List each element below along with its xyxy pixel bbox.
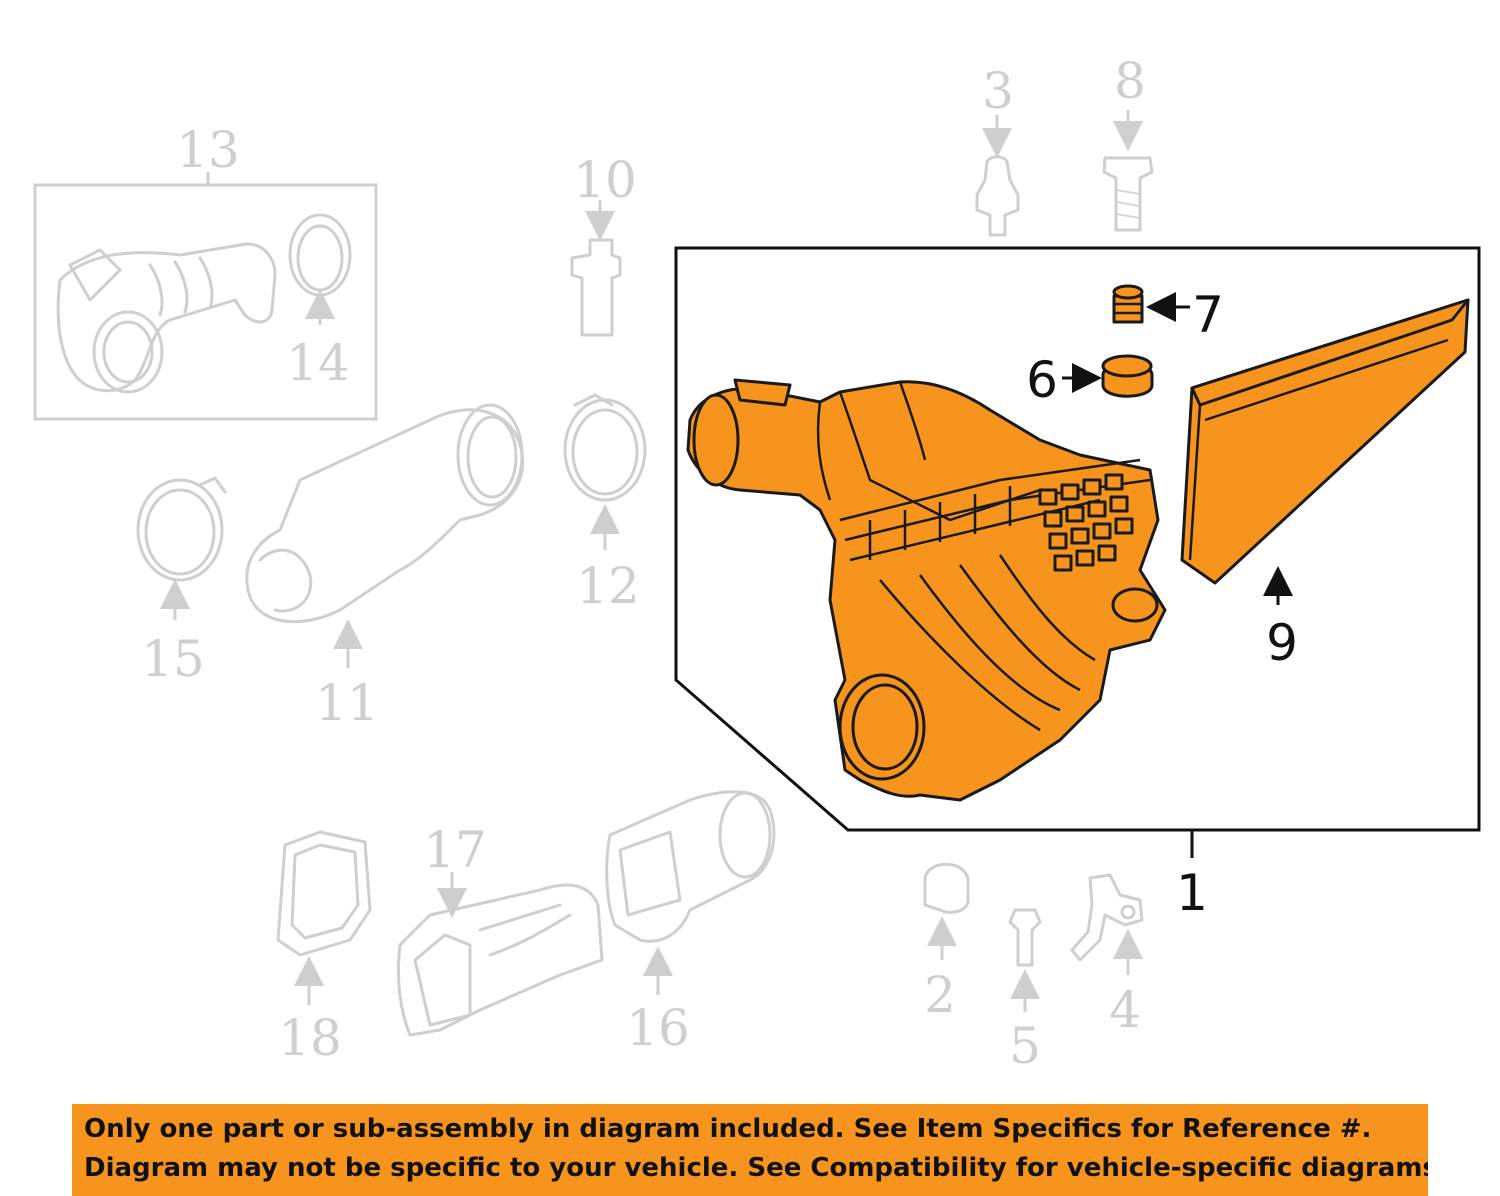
part-6-grommet: [1062, 354, 1154, 398]
part-18-seal: [276, 830, 372, 1005]
callout-12: 12: [576, 557, 640, 615]
part-17-air-duct: [397, 872, 604, 1037]
part-9-air-filter: [1180, 298, 1470, 605]
disclaimer-banner: Only one part or sub-assembly in diagram…: [72, 1104, 1428, 1196]
callout-3: 3: [982, 62, 1014, 120]
callout-14: 14: [286, 334, 350, 392]
part-11-intake-tube: [245, 403, 525, 668]
part-13-intake-hose-assembly: [33, 172, 378, 421]
part-2-clip: [923, 862, 970, 960]
disclaimer-line-2: Diagram may not be specific to your vehi…: [84, 1153, 1428, 1183]
callout-17: 17: [423, 821, 487, 879]
callout-1: 1: [1176, 864, 1208, 922]
part-7-bushing: [1112, 284, 1190, 324]
callout-4: 4: [1109, 981, 1141, 1039]
callout-15: 15: [141, 630, 205, 688]
part-15-hose-clamp: [136, 476, 227, 620]
part-10-sensor: [570, 200, 622, 337]
part-1-air-cleaner-assembly-box: [674, 246, 1481, 858]
part-8-bolt: [1102, 110, 1154, 232]
part-16-air-duct: [605, 790, 776, 995]
part-5-bolt: [1008, 908, 1042, 1012]
part-13-group-box: [33, 183, 378, 421]
callout-2: 2: [924, 966, 956, 1024]
callout-9: 9: [1266, 614, 1298, 672]
callout-11: 11: [315, 674, 379, 732]
callout-5: 5: [1009, 1017, 1041, 1075]
air-cleaner-housing: [686, 378, 1167, 802]
callout-7: 7: [1192, 286, 1224, 344]
callout-6: 6: [1026, 351, 1058, 409]
callout-18: 18: [278, 1009, 342, 1067]
part-14-seal-ring: [288, 213, 352, 325]
callout-13: 13: [176, 121, 240, 179]
disclaimer-line-1: Only one part or sub-assembly in diagram…: [84, 1114, 1372, 1144]
callout-10: 10: [573, 151, 637, 209]
callout-8: 8: [1114, 52, 1146, 110]
part-4-bracket: [1070, 873, 1144, 975]
part-12-hose-clamp: [563, 393, 647, 550]
callout-16: 16: [626, 999, 690, 1057]
part-3-push-pin: [975, 115, 1020, 237]
